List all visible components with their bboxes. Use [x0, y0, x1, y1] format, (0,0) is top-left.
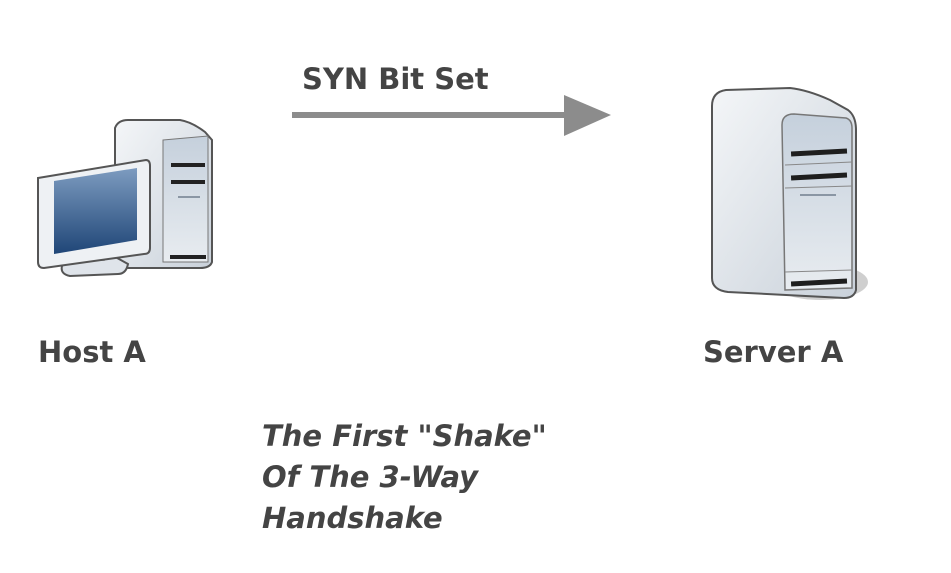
server-label: Server A [703, 335, 844, 369]
caption-line: Of The 3-Way [262, 460, 479, 494]
syn-arrow [292, 95, 611, 136]
caption: The First "Shake" Of The 3-Way Handshake [262, 416, 547, 539]
server-tower-icon [711, 86, 868, 300]
caption-line: The First "Shake" [262, 419, 547, 453]
host-label: Host A [38, 335, 146, 369]
caption-line: Handshake [262, 501, 443, 535]
desktop-computer-icon [37, 119, 213, 278]
syn-arrow-label: SYN Bit Set [302, 62, 489, 96]
